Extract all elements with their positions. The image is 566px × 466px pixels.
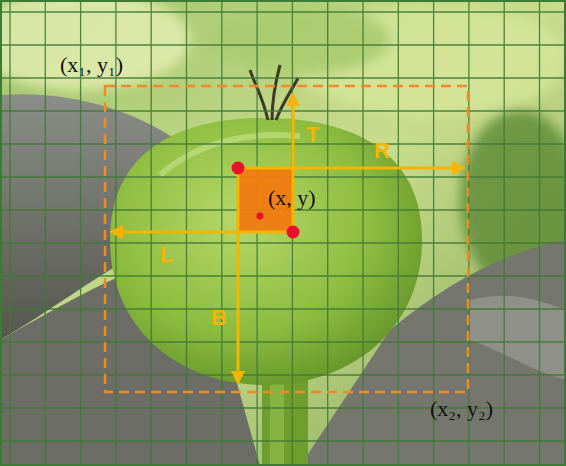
grid-line <box>539 0 540 466</box>
grid-line <box>0 308 566 309</box>
grid-line <box>0 242 566 243</box>
grid-line <box>45 0 46 466</box>
corner-coordinate: (x₁, y₁) <box>60 54 123 76</box>
distance-label: L <box>160 244 173 266</box>
grid-line <box>0 77 566 78</box>
distance-label: B <box>211 307 227 329</box>
grid-line <box>0 11 566 12</box>
grid-line <box>0 275 566 276</box>
grid-line <box>0 374 566 375</box>
grid-line <box>504 0 505 466</box>
grid-line <box>398 0 399 466</box>
grid-line <box>468 0 469 466</box>
distance-label: T <box>306 124 319 146</box>
corner-coordinate: (x₂, y₂) <box>430 398 493 420</box>
center-coordinate: (x, y) <box>268 187 316 209</box>
grid-line <box>0 440 566 441</box>
grid-line <box>433 0 434 466</box>
grid-line <box>9 0 10 466</box>
grid-line <box>0 44 566 45</box>
grid-line <box>362 0 363 466</box>
grid-line <box>327 0 328 466</box>
grid-line <box>0 341 566 342</box>
distance-label: R <box>374 140 390 162</box>
grid-line <box>0 110 566 111</box>
grid-line <box>0 143 566 144</box>
